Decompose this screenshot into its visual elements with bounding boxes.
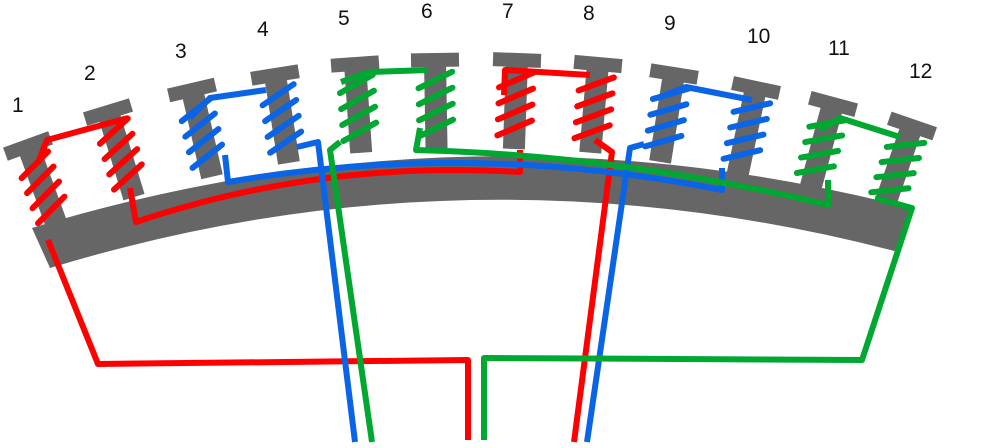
coil-turn <box>336 71 376 97</box>
slot-labels: 1 2 3 4 5 6 7 8 9 10 11 12 <box>12 0 932 117</box>
coil-turn <box>416 116 457 140</box>
coil-turn <box>262 96 300 125</box>
slot-label-5: 5 <box>338 7 350 30</box>
coil-turn <box>259 81 297 109</box>
tooth-cap-10 <box>731 76 781 100</box>
coil-turn <box>727 115 770 131</box>
coil-turn <box>575 74 617 94</box>
slot-label-1: 1 <box>12 94 24 117</box>
slot-label-12: 12 <box>909 60 932 83</box>
coil-turn <box>340 119 380 145</box>
coil-turn <box>29 178 63 212</box>
coil-slot-11 <box>793 116 850 177</box>
coil-turn <box>494 117 535 139</box>
red-phase-lead-wire <box>45 238 471 440</box>
coil-turn <box>106 146 141 178</box>
coil-turn <box>571 122 613 142</box>
green-phase-wiring <box>327 67 915 443</box>
green-phase-lead-wire-out <box>481 195 915 440</box>
slot-label-2: 2 <box>84 62 96 85</box>
coil-turn <box>647 101 690 118</box>
coil-turn <box>644 117 687 134</box>
coil-turn <box>110 161 145 193</box>
stator-tooth-2 <box>83 98 145 201</box>
coil-turn <box>338 87 377 113</box>
coil-slot-12 <box>868 139 928 196</box>
coil-turn <box>798 147 842 161</box>
coil-turn <box>339 103 379 129</box>
coil-turn <box>494 101 536 123</box>
blue-phase-connector-4-9 <box>222 154 725 193</box>
coil-turn <box>415 84 456 108</box>
coil-slot-8 <box>571 74 617 142</box>
stator-tooth-9 <box>649 63 699 164</box>
coil-turn <box>873 170 917 181</box>
coil-turn <box>264 112 302 140</box>
coil-turn <box>96 115 131 147</box>
tooth-cap-2 <box>83 98 133 126</box>
tooth-cap-9 <box>649 63 699 85</box>
tooth-cap-3 <box>167 77 217 103</box>
slot-label-4: 4 <box>257 18 269 41</box>
blue-phase-connector-3-4 <box>187 87 267 121</box>
coil-turn <box>267 128 305 156</box>
blue-phase-connector-9-10 <box>663 84 753 103</box>
coil-turn <box>793 163 837 177</box>
coil-turn <box>185 126 222 156</box>
coil-turn <box>802 132 846 146</box>
coil-turn <box>189 141 226 171</box>
tooth-cap-7 <box>492 52 542 68</box>
blue-phase-wiring <box>187 84 753 443</box>
tooth-cap-8 <box>573 54 623 74</box>
tooth-cap-4 <box>250 64 300 86</box>
tooth-cap-1 <box>3 131 53 161</box>
green-phase-lead-wire <box>327 139 375 443</box>
red-phase-connector-7-8 <box>501 67 591 96</box>
red-phase-lead-wire-out <box>571 137 615 443</box>
blue-phase-lead-wire-out <box>584 141 645 443</box>
tooth-cap-5 <box>330 55 380 73</box>
coil-turn <box>868 185 912 196</box>
tooth-cap-6 <box>410 52 460 68</box>
slot-label-11: 11 <box>828 37 850 60</box>
tooth-cap-12 <box>887 111 937 141</box>
coil-turn <box>723 131 767 147</box>
stator-tooth-4 <box>250 64 300 165</box>
coil-turn <box>24 163 57 197</box>
coil-turn <box>182 110 218 140</box>
slot-label-9: 9 <box>664 12 676 35</box>
stator-tooth-11 <box>799 91 858 193</box>
slot-label-8: 8 <box>583 2 595 25</box>
green-phase-connector-5-6 <box>340 67 429 85</box>
coil-slot-5 <box>336 71 380 145</box>
coil-turn <box>495 85 537 107</box>
coil-turn <box>720 147 764 162</box>
slot-label-7: 7 <box>502 0 514 23</box>
coil-slot-4 <box>259 81 305 156</box>
green-phase-connector-6-11 <box>413 127 831 208</box>
slot-label-3: 3 <box>175 40 187 63</box>
green-phase-connector-11-12 <box>818 115 901 140</box>
coil-turn <box>730 100 774 115</box>
slot-label-6: 6 <box>421 0 433 23</box>
tooth-cap-11 <box>808 91 858 117</box>
coil-turn <box>642 132 685 150</box>
coil-slot-2 <box>96 115 145 193</box>
coil-slot-10 <box>720 100 774 162</box>
coil-turn <box>572 106 615 126</box>
coil-turn <box>415 68 456 92</box>
blue-phase-lead-wire <box>296 139 358 443</box>
coil-turn <box>878 155 922 166</box>
coil-turn <box>883 139 928 150</box>
coil-turn <box>35 193 68 227</box>
coil-turn <box>416 100 456 124</box>
coil-turn <box>574 90 616 110</box>
slot-label-10: 10 <box>747 25 770 48</box>
red-phase-connector-1-2 <box>35 115 129 165</box>
coil-turn <box>101 130 136 163</box>
coil-slot-6 <box>415 68 457 140</box>
